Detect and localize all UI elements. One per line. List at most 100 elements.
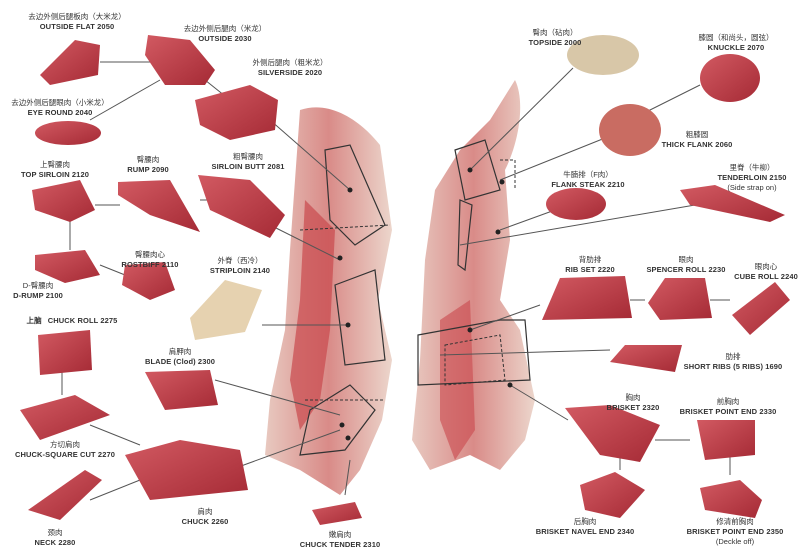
piece-rib-set — [542, 276, 632, 320]
label-chinese: 胸肉 — [625, 393, 641, 402]
piece-brisket — [565, 405, 660, 462]
label-english: CHUCK 2260 — [181, 517, 229, 526]
label-chinese: 外脊（西冷） — [217, 256, 263, 265]
label-chinese: 粗臀腰肉 — [233, 152, 263, 161]
piece-brisket-point-end — [697, 420, 755, 460]
label-chinese: 肩胛肉 — [168, 347, 192, 356]
label-chinese: 里脊（牛柳） — [729, 163, 775, 172]
label-english: RUMP 2090 — [127, 165, 169, 174]
piece-spencer-roll — [648, 278, 712, 320]
label-chinese: 上脑 — [26, 316, 42, 325]
label-english: TOP SIRLOIN 2120 — [20, 170, 90, 179]
label-english: CHUCK ROLL 2275 — [47, 316, 118, 325]
piece-outside — [145, 35, 215, 85]
label-english: KNUCKLE 2070 — [707, 43, 765, 52]
label-chinese: 眼肉心 — [754, 262, 778, 271]
piece-blade — [145, 370, 218, 410]
right-carcass-spine — [440, 300, 475, 460]
label-chinese: 去边外侧后腿板肉（大米龙） — [28, 12, 126, 21]
piece-top-sirloin — [32, 180, 95, 222]
label-chuck-roll: 上脑 CHUCK ROLL 2275 — [27, 316, 118, 326]
label-chinese: 外侧后腿肉（粗米龙） — [252, 58, 328, 67]
label-english: OUTSIDE FLAT 2050 — [39, 22, 115, 31]
piece-d-rump — [35, 250, 100, 283]
label-chinese: 嫩肩肉 — [328, 530, 352, 539]
label-chinese: 膝圆（和尚头，圆弦） — [698, 33, 774, 42]
label-english: SHORT RIBS (5 RIBS) 1690 — [683, 362, 783, 371]
label-chinese: 臀肉（砧肉） — [532, 28, 578, 37]
label-note: (Deckle off) — [715, 537, 755, 546]
piece-neck — [28, 470, 102, 520]
piece-chuck-tender — [312, 502, 362, 525]
piece-rostbiff — [122, 262, 175, 300]
piece-outside-flat — [40, 40, 100, 85]
label-english: BRISKET POINT END 2350 — [686, 527, 784, 536]
piece-flank-steak — [546, 188, 606, 220]
piece-chuck-roll — [38, 330, 92, 375]
label-chinese: 方切肩肉 — [49, 440, 80, 449]
piece-cube-roll — [732, 282, 790, 335]
label-english: TENDERLOIN 2150 — [717, 173, 787, 182]
label-english: TOPSIDE 2000 — [528, 38, 582, 47]
label-striploin: 外脊（西冷）STRIPLOIN 2140 — [210, 256, 270, 276]
label-note: (Side strap on) — [727, 183, 777, 192]
piece-topside — [567, 35, 639, 75]
label-english: STRIPLOIN 2140 — [209, 266, 271, 275]
label-tenderloin: 里脊（牛柳）TENDERLOIN 2150(Side strap on) — [717, 163, 786, 193]
label-english: CUBE ROLL 2240 — [734, 272, 798, 281]
label-english: SILVERSIDE 2020 — [257, 68, 323, 77]
label-chinese: 去边外侧后腿肉（米龙） — [183, 24, 267, 33]
label-english: OUTSIDE 2030 — [198, 34, 252, 43]
piece-eye-round — [35, 121, 101, 145]
piece-tenderloin — [680, 185, 785, 222]
piece-chuck — [125, 440, 248, 500]
label-chinese: 去边外侧后腿眼肉（小米龙） — [11, 98, 109, 107]
piece-short-ribs — [610, 345, 682, 372]
piece-knuckle — [700, 54, 760, 102]
label-english: NECK 2280 — [34, 538, 76, 547]
label-english: SPENCER ROLL 2230 — [646, 265, 726, 274]
label-silverside: 外侧后腿肉（粗米龙）SILVERSIDE 2020 — [253, 58, 328, 78]
label-outside-flat: 去边外侧后腿板肉（大米龙）OUTSIDE FLAT 2050 — [28, 12, 126, 32]
piece-sirloin-butt — [198, 175, 285, 238]
label-english: CHUCK TENDER 2310 — [299, 540, 381, 549]
label-english: BLADE (Clod) 2300 — [144, 357, 216, 366]
left-carcass-red — [290, 200, 335, 430]
piece-brisket-navel-end — [580, 472, 645, 518]
piece-silverside — [195, 85, 278, 140]
label-flank-steak: 牛腩排（F肉）FLANK STEAK 2210 — [551, 170, 624, 190]
label-chinese: 臀腰肉 — [136, 155, 160, 164]
label-chinese: 上臀腰肉 — [40, 160, 70, 169]
label-english: BRISKET POINT END 2330 — [679, 407, 777, 416]
label-eye-round: 去边外侧后腿眼肉（小米龙）EYE ROUND 2040 — [11, 98, 109, 118]
piece-rump — [118, 180, 200, 232]
label-chinese: 牛腩排（F肉） — [563, 170, 613, 179]
label-outside: 去边外侧后腿肉（米龙）OUTSIDE 2030 — [184, 24, 267, 44]
label-english: EYE ROUND 2040 — [27, 108, 93, 117]
label-english: BRISKET NAVEL END 2340 — [535, 527, 635, 536]
label-chinese: 修清前胸肉 — [716, 517, 754, 526]
piece-chuck-square-cut — [20, 395, 110, 440]
label-english: BRISKET 2320 — [606, 403, 660, 412]
label-chinese: 前胸肉 — [716, 397, 740, 406]
label-english: RIB SET 2220 — [565, 265, 615, 274]
piece-striploin — [190, 280, 262, 340]
label-english: THICK FLANK 2060 — [661, 140, 733, 149]
